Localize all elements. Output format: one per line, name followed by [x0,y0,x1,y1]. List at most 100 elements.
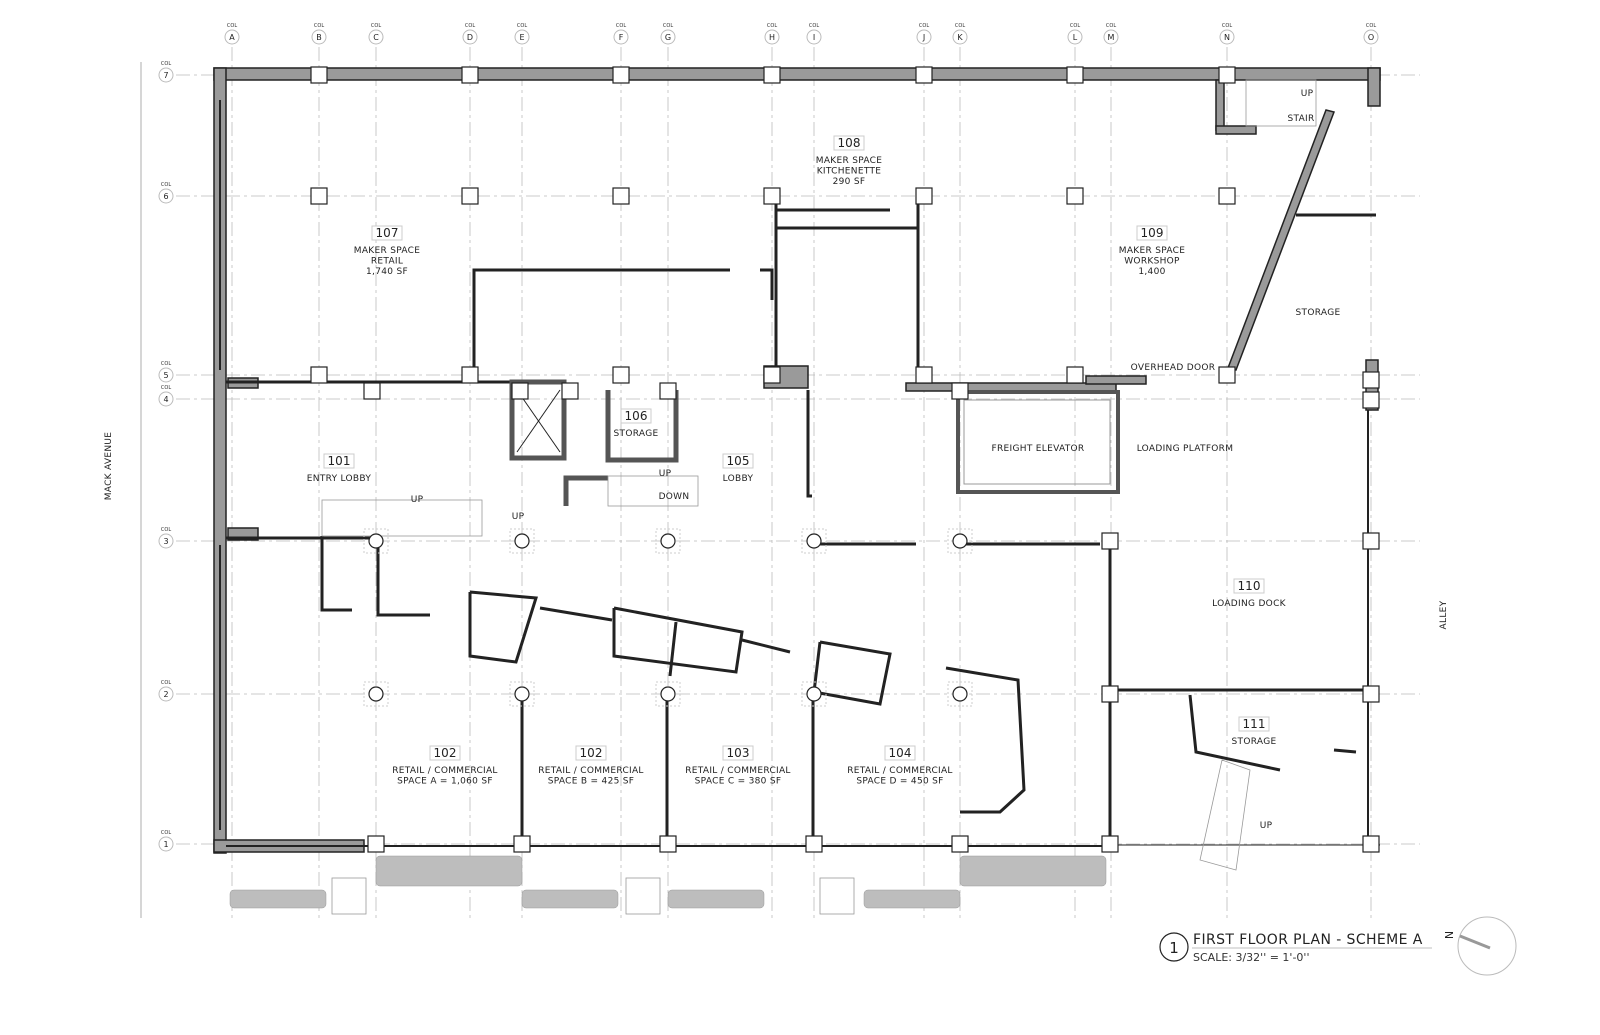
room-number: 105 [727,454,750,468]
grid-row-label: 5 [163,371,168,380]
room-label: STORAGE [1232,737,1277,747]
column [1218,366,1236,384]
round-column [514,533,530,549]
column [1362,532,1380,550]
room-number: 101 [328,454,351,468]
grid-col-prefix: COL [517,23,527,29]
grid-col-prefix: COL [1070,23,1080,29]
room-label: MAKER SPACE [354,246,420,256]
exterior-walls [213,67,1381,854]
grid-row-label: 3 [163,537,168,546]
grid-row-label: 2 [163,690,168,699]
column [363,382,381,400]
lobby-stair-up-label: UP [512,512,525,522]
grid-row-label: 4 [163,395,168,404]
grid-col-prefix: COL [161,830,171,836]
column [612,366,630,384]
grid-column-label: I [813,33,815,42]
grid-bubble-D: COL D [462,23,478,45]
grid-bubble-C: COL C [368,23,384,45]
room-label: MAKER SPACE [816,156,882,166]
room-label: SPACE A = 1,060 SF [397,777,493,787]
grid-col-prefix: COL [663,23,673,29]
column [511,382,529,400]
plan-labels: STAIR UP STORAGE OVERHEAD DOOR FREIGHT E… [104,89,1449,831]
grid-col-prefix: COL [465,23,475,29]
drawing-number: 1 [1169,939,1179,957]
grid-col-prefix: COL [919,23,929,29]
grid-col-prefix: COL [161,527,171,533]
overhead-door-label: OVERHEAD DOOR [1131,363,1216,373]
room-label: RETAIL / COMMERCIAL [538,766,644,776]
grid-col-prefix: COL [1106,23,1116,29]
grid-column-label: C [373,33,379,42]
room-label: RETAIL / COMMERCIAL [392,766,498,776]
street-label-mack-avenue: MACK AVENUE [104,432,114,501]
grid-col-prefix: COL [616,23,626,29]
column [310,366,328,384]
room-number: 110 [1238,579,1261,593]
grid-bubble-2: COL 2 [158,680,174,702]
column [951,382,969,400]
grid-col-prefix: COL [314,23,324,29]
column [763,187,781,205]
column [763,66,781,84]
room-label: 290 SF [833,177,866,187]
column [659,835,677,853]
column [367,835,385,853]
column [915,66,933,84]
loading-platform-label: LOADING PLATFORM [1137,444,1234,454]
core-stair-down-label: DOWN [659,492,690,502]
column [1101,835,1119,853]
column [1218,66,1236,84]
round-column [368,533,384,549]
title-block: 1 FIRST FLOOR PLAN - SCHEME A SCALE: 3/3… [1159,916,1517,976]
street-label-alley: ALLEY [1439,600,1449,629]
grid-column-label: O [1368,33,1374,42]
room-label: KITCHENETTE [817,167,882,177]
dock-stair-up-label: UP [1260,821,1273,831]
room-label: RETAIL [371,257,403,267]
room-number: 111 [1243,717,1266,731]
drawing-title: FIRST FLOOR PLAN - SCHEME A [1193,932,1423,948]
column [915,366,933,384]
structural-columns [310,66,1380,853]
column [310,187,328,205]
column [1362,371,1380,389]
column [951,835,969,853]
room-label: ENTRY LOBBY [307,474,372,484]
room-label: WORKSHOP [1124,257,1180,267]
grid-column-label: D [467,33,473,42]
room-number: 107 [376,226,399,240]
grid-col-prefix: COL [161,680,171,686]
grid-col-prefix: COL [161,182,171,188]
stairs [321,79,1317,915]
grid-col-prefix: COL [1366,23,1376,29]
room-number: 103 [727,746,750,760]
storage-label: STORAGE [1296,308,1341,318]
round-column [368,686,384,702]
grid-col-prefix: COL [955,23,965,29]
column [1101,532,1119,550]
stair-up-label: UP [1301,89,1314,99]
room-label: RETAIL / COMMERCIAL [847,766,953,776]
grid-col-prefix: COL [371,23,381,29]
room-number: 106 [625,409,648,423]
room-label: STORAGE [614,429,659,439]
column [1101,685,1119,703]
